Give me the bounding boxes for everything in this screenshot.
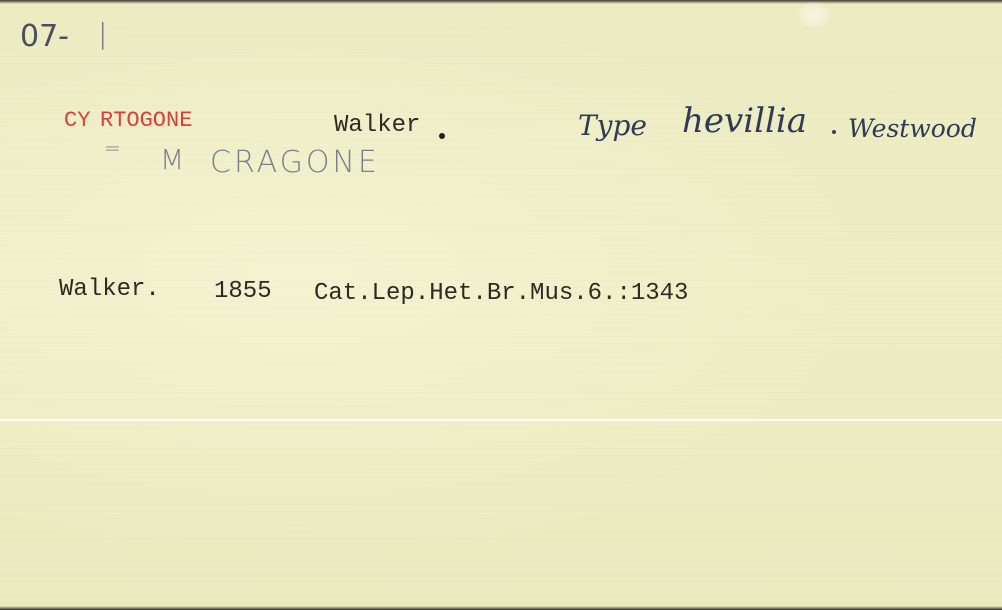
index-number: 07-	[20, 19, 69, 54]
card-crease	[0, 419, 1002, 421]
genus-name-rest: RTOGONE	[100, 108, 193, 133]
card-top-edge	[0, 0, 1002, 4]
type-author: Westwood	[848, 114, 977, 143]
type-label: Type	[578, 109, 647, 142]
citation-year: 1855	[214, 278, 272, 305]
card-scuff-mark	[798, 2, 830, 28]
citation-reference: Cat.Lep.Het.Br.Mus.6.:1343	[314, 280, 689, 307]
genus-prefix: CY	[64, 108, 91, 133]
type-species: hevillia	[682, 101, 807, 141]
citation-author: Walker.	[59, 276, 160, 303]
genus-author: Walker	[334, 112, 421, 139]
type-separator-dot	[832, 130, 836, 134]
index-number-tail: |	[98, 17, 108, 50]
synonym-initial: M	[160, 143, 185, 176]
genus-author-period	[439, 133, 445, 139]
card-bottom-edge	[0, 606, 1002, 610]
synonym-equals-sign: =	[104, 136, 121, 160]
synonym-name: CRAGONE	[210, 145, 380, 180]
